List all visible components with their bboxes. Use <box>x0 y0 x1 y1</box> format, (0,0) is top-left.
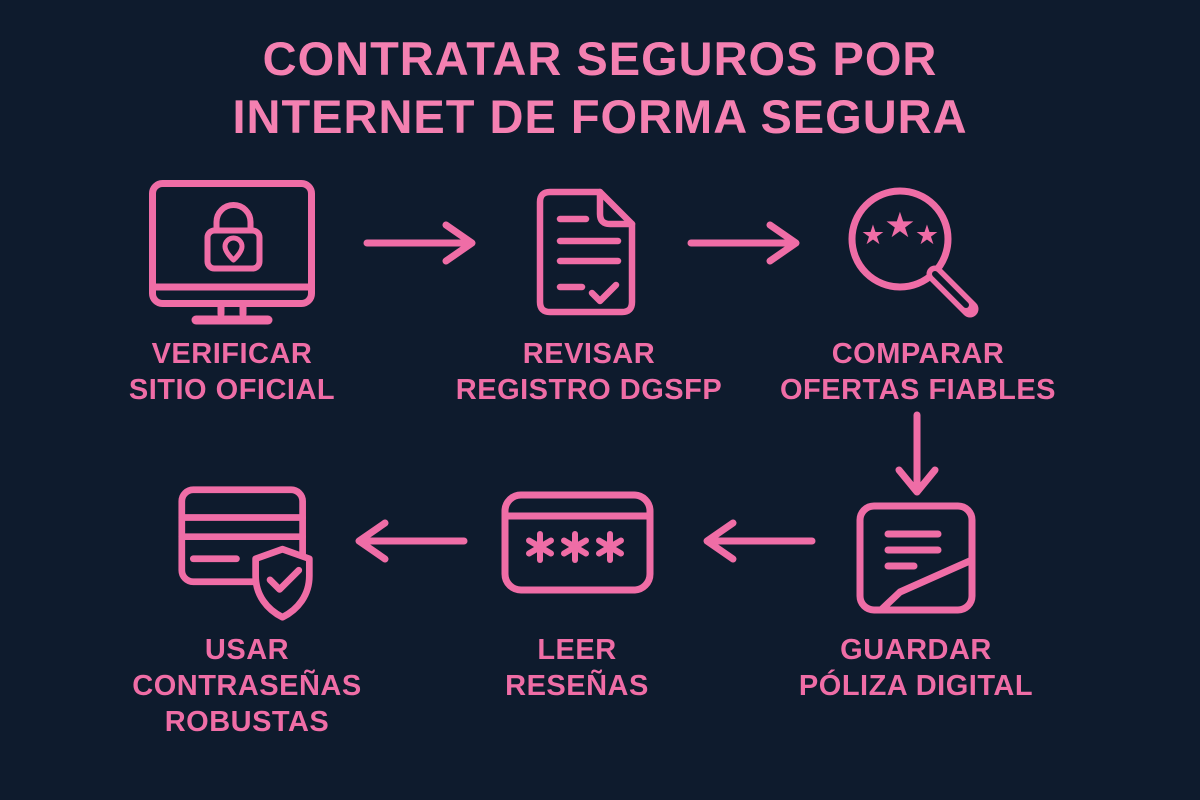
step-2-label: REVISAR REGISTRO DGSFP <box>455 338 723 406</box>
asterisk-icon <box>595 531 624 563</box>
step-usar-contrasenas-robustas: USAR CONTRASEÑAS ROBUSTAS <box>57 482 437 740</box>
step-revisar-registro-dgsfp: REVISAR REGISTRO DGSFP <box>399 170 779 408</box>
step-verificar-sitio-oficial: VERIFICAR SITIO OFICIAL <box>42 170 422 408</box>
monitor-lock-icon <box>149 180 315 325</box>
asterisk-icon <box>560 531 589 563</box>
step-1-icon-box <box>42 170 422 336</box>
arrow-right-icon <box>363 221 476 265</box>
step-comparar-ofertas-fiables: ★ ★ ★ COMPARAR OFERTAS FIABLES <box>728 170 1108 408</box>
arrow-left-icon <box>703 519 816 563</box>
step-guardar-poliza-digital: GUARDAR PÓLIZA DIGITAL <box>726 482 1106 704</box>
star-icon: ★ <box>861 220 885 251</box>
step-3-icon-box: ★ ★ ★ <box>728 170 1108 336</box>
star-icon: ★ <box>915 220 939 251</box>
magnifier-stars-icon: ★ ★ ★ <box>848 187 979 318</box>
step-5-label: LEER RESEÑAS <box>505 634 649 702</box>
star-icon: ★ <box>884 206 915 246</box>
arrow-right-icon <box>687 221 800 265</box>
folded-document-icon <box>856 502 976 614</box>
document-check-icon <box>536 188 636 316</box>
page-title: CONTRATAR SEGUROS POR INTERNET DE FORMA … <box>0 30 1200 146</box>
password-card-icon <box>501 491 653 594</box>
step-2-icon-box <box>399 170 779 336</box>
card-shield-check-icon <box>178 486 313 621</box>
step-5-icon-box <box>387 482 767 632</box>
title-line-1: CONTRATAR SEGUROS POR <box>262 32 938 85</box>
step-6-label: USAR CONTRASEÑAS ROBUSTAS <box>132 634 362 738</box>
step-leer-resenas: LEER RESEÑAS <box>387 482 767 704</box>
arrow-left-icon <box>355 519 468 563</box>
title-line-2: INTERNET DE FORMA SEGURA <box>232 90 968 143</box>
step-1-label: VERIFICAR SITIO OFICIAL <box>128 338 336 406</box>
asterisk-icon <box>525 531 554 563</box>
arrow-down-icon <box>895 411 939 496</box>
step-6-icon-box <box>57 482 437 632</box>
step-3-label: COMPARAR OFERTAS FIABLES <box>779 338 1057 406</box>
step-4-label: GUARDAR PÓLIZA DIGITAL <box>798 634 1034 702</box>
step-4-icon-box <box>726 482 1106 632</box>
